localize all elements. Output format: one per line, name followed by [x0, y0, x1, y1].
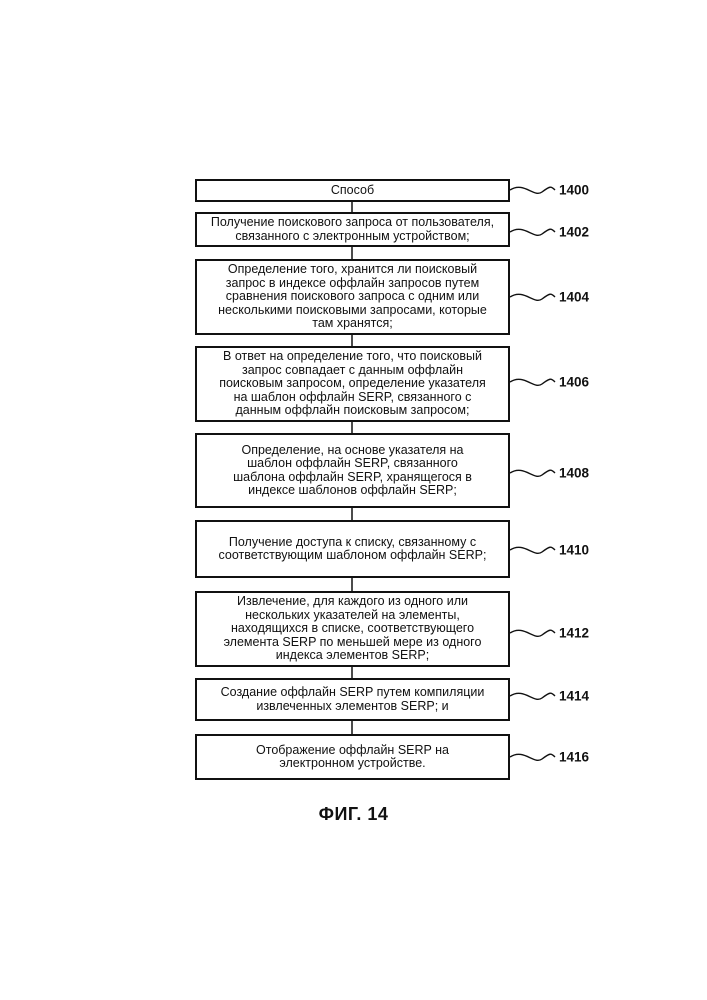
step-line: там хранятся;: [218, 317, 487, 331]
step-box-1400: Способ: [195, 179, 510, 202]
step-line: несколькими поисковыми запросами, которы…: [218, 304, 487, 318]
reference-leader-line: [510, 379, 555, 385]
reference-leader-line: [510, 229, 555, 235]
step-line: Создание оффлайн SERP путем компиляции: [221, 686, 485, 700]
step-line: индекса элементов SERP;: [224, 649, 482, 663]
step-text-1400: Способ: [331, 184, 374, 198]
step-line: Способ: [331, 184, 374, 198]
step-line: данным оффлайн поисковым запросом;: [219, 404, 486, 418]
reference-leader-line: [510, 187, 555, 193]
reference-label-1416: 1416: [559, 750, 589, 765]
reference-label-1404: 1404: [559, 290, 589, 305]
step-text-1414: Создание оффлайн SERP путем компиляции и…: [221, 686, 485, 713]
reference-label-1406: 1406: [559, 375, 589, 390]
step-line: В ответ на определение того, что поисков…: [219, 350, 486, 364]
step-box-1404: Определение того, хранится ли поисковый …: [195, 259, 510, 335]
step-line: Определение, на основе указателя на: [233, 444, 472, 458]
step-line: нескольких указателей на элементы,: [224, 609, 482, 623]
reference-label-1402: 1402: [559, 225, 589, 240]
step-box-1412: Извлечение, для каждого из одного или не…: [195, 591, 510, 667]
step-text-1402: Получение поискового запроса от пользова…: [211, 216, 494, 243]
step-box-1414: Создание оффлайн SERP путем компиляции и…: [195, 678, 510, 721]
step-line: извлеченных элементов SERP; и: [221, 700, 485, 714]
step-line: на шаблон оффлайн SERP, связанного с: [219, 391, 486, 405]
reference-leader-line: [510, 547, 555, 553]
step-line: сравнения поискового запроса с одним или: [218, 290, 487, 304]
step-line: запрос в индексе оффлайн запросов путем: [218, 277, 487, 291]
step-line: индексе шаблонов оффлайн SERP;: [233, 484, 472, 498]
reference-leader-line: [510, 294, 555, 300]
step-box-1402: Получение поискового запроса от пользова…: [195, 212, 510, 247]
step-line: шаблона оффлайн SERP, хранящегося в: [233, 471, 472, 485]
step-text-1416: Отображение оффлайн SERP на электронном …: [256, 744, 449, 771]
step-line: соответствующим шаблоном оффлайн SERP;: [219, 549, 487, 563]
step-line: находящихся в списке, соответствующего: [224, 622, 482, 636]
step-line: Получение доступа к списку, связанному с: [219, 536, 487, 550]
reference-leader-line: [510, 754, 555, 760]
step-line: Извлечение, для каждого из одного или: [224, 595, 482, 609]
reference-leader-line: [510, 693, 555, 699]
step-text-1408: Определение, на основе указателя на шабл…: [233, 444, 472, 498]
reference-label-1412: 1412: [559, 626, 589, 641]
step-line: элемента SERP по меньшей мере из одного: [224, 636, 482, 650]
step-line: шаблон оффлайн SERP, связанного: [233, 457, 472, 471]
reference-label-1400: 1400: [559, 183, 589, 198]
figure-caption: ФИГ. 14: [0, 804, 707, 825]
step-box-1416: Отображение оффлайн SERP на электронном …: [195, 734, 510, 780]
step-box-1408: Определение, на основе указателя на шабл…: [195, 433, 510, 508]
step-box-1410: Получение доступа к списку, связанному с…: [195, 520, 510, 578]
reference-leader-line: [510, 630, 555, 636]
step-line: Определение того, хранится ли поисковый: [218, 263, 487, 277]
step-line: запрос совпадает с данным оффлайн: [219, 364, 486, 378]
step-text-1412: Извлечение, для каждого из одного или не…: [224, 595, 482, 663]
step-text-1406: В ответ на определение того, что поисков…: [219, 350, 486, 418]
reference-label-1408: 1408: [559, 466, 589, 481]
step-line: Отображение оффлайн SERP на: [256, 744, 449, 758]
reference-label-1414: 1414: [559, 689, 589, 704]
step-line: Получение поискового запроса от пользова…: [211, 216, 494, 230]
step-text-1404: Определение того, хранится ли поисковый …: [218, 263, 487, 331]
step-box-1406: В ответ на определение того, что поисков…: [195, 346, 510, 422]
step-line: поисковым запросом, определение указател…: [219, 377, 486, 391]
step-line: электронном устройстве.: [256, 757, 449, 771]
step-line: связанного с электронным устройством;: [211, 230, 494, 244]
step-text-1410: Получение доступа к списку, связанному с…: [219, 536, 487, 563]
reference-label-1410: 1410: [559, 543, 589, 558]
reference-leader-line: [510, 470, 555, 476]
